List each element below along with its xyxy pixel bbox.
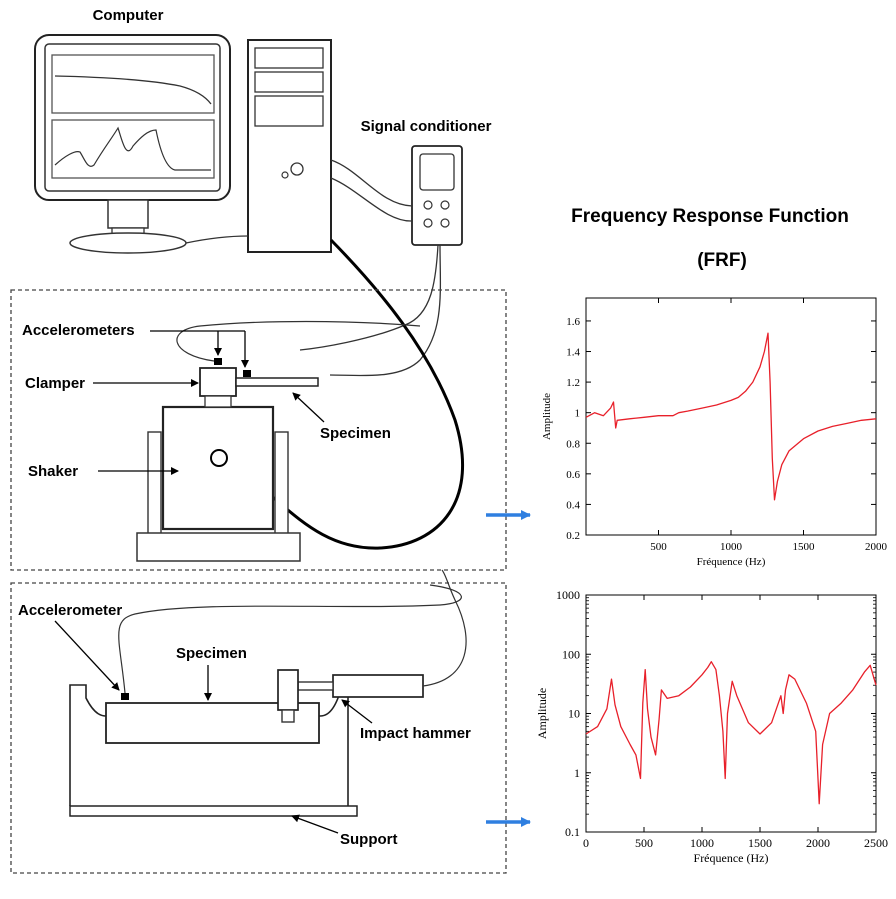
plot-frame [585, 297, 877, 536]
shaker [136, 405, 301, 562]
y-axis-label: Amplitude [535, 688, 549, 739]
x-tick-label: 500 [650, 541, 667, 553]
y-tick-label: 0.8 [566, 438, 580, 450]
impact-hammer-label: Impact hammer [360, 725, 471, 742]
impact-hammer [277, 669, 424, 723]
y-tick-label: 0.2 [566, 530, 580, 542]
impact-test-box [10, 582, 507, 874]
x-tick-label: 1000 [690, 836, 714, 850]
specimen-label-top: Specimen [320, 425, 391, 442]
specimen-label-bottom: Specimen [176, 645, 247, 662]
frf-curve [585, 661, 877, 805]
frf-curve [585, 332, 877, 501]
x-tick-label: 500 [635, 836, 653, 850]
x-axis-label: Fréquence (Hz) [694, 851, 769, 865]
shaker-label: Shaker [28, 463, 78, 480]
x-tick-label: 1500 [748, 836, 772, 850]
monitor-plot-bottom [54, 126, 211, 171]
accelerometer-sensor-bottom [121, 693, 129, 700]
accelerometer-sensor-2 [243, 370, 251, 377]
y-tick-label: 1000 [556, 588, 580, 602]
y-tick-label: 1.4 [566, 347, 580, 359]
plot-frame [585, 594, 877, 833]
frf-title-line1: Frequency Response Function [571, 206, 849, 227]
computer-monitor [34, 34, 231, 254]
computer-label: Computer [93, 7, 164, 24]
y-tick-label: 1.2 [566, 377, 580, 389]
x-tick-label: 0 [583, 836, 589, 850]
computer-tower [247, 39, 332, 253]
specimen-beam-top [235, 377, 319, 387]
shaker-test-box [10, 289, 507, 571]
y-tick-label: 0.4 [566, 499, 580, 511]
y-axis-label: Amplitude [541, 393, 553, 440]
support-label: Support [340, 831, 398, 848]
signal-conditioner [411, 145, 463, 246]
clamper-label: Clamper [25, 375, 85, 392]
y-tick-label: 0.6 [566, 469, 580, 481]
x-tick-label: 2500 [864, 836, 888, 850]
y-tick-label: 100 [562, 647, 580, 661]
x-tick-label: 1000 [720, 541, 743, 553]
y-tick-label: 1.6 [566, 316, 580, 328]
x-axis-label: Fréquence (Hz) [697, 556, 766, 568]
y-tick-label: 1 [574, 766, 580, 780]
accelerometer-sensor-1 [214, 358, 222, 365]
accelerometers-label: Accelerometers [22, 322, 135, 339]
accelerometer-label: Accelerometer [18, 602, 122, 619]
frf-chart-shaker: 500 1000 1500 2000 0.2 0.4 0.6 0.8 1 1.2 1.4 1.6Fré… [541, 297, 888, 568]
signal-conditioner-label: Signal conditioner [361, 118, 492, 135]
y-tick-label: 0.1 [565, 825, 580, 839]
clamper [199, 367, 237, 408]
y-tick-label: 10 [568, 707, 580, 721]
frf-title-line2: (FRF) [697, 250, 747, 271]
x-tick-label: 2000 [806, 836, 830, 850]
x-tick-label: 2000 [865, 541, 888, 553]
monitor-plot-top [54, 75, 212, 105]
y-tick-label: 1 [575, 408, 581, 420]
x-tick-label: 1500 [793, 541, 816, 553]
